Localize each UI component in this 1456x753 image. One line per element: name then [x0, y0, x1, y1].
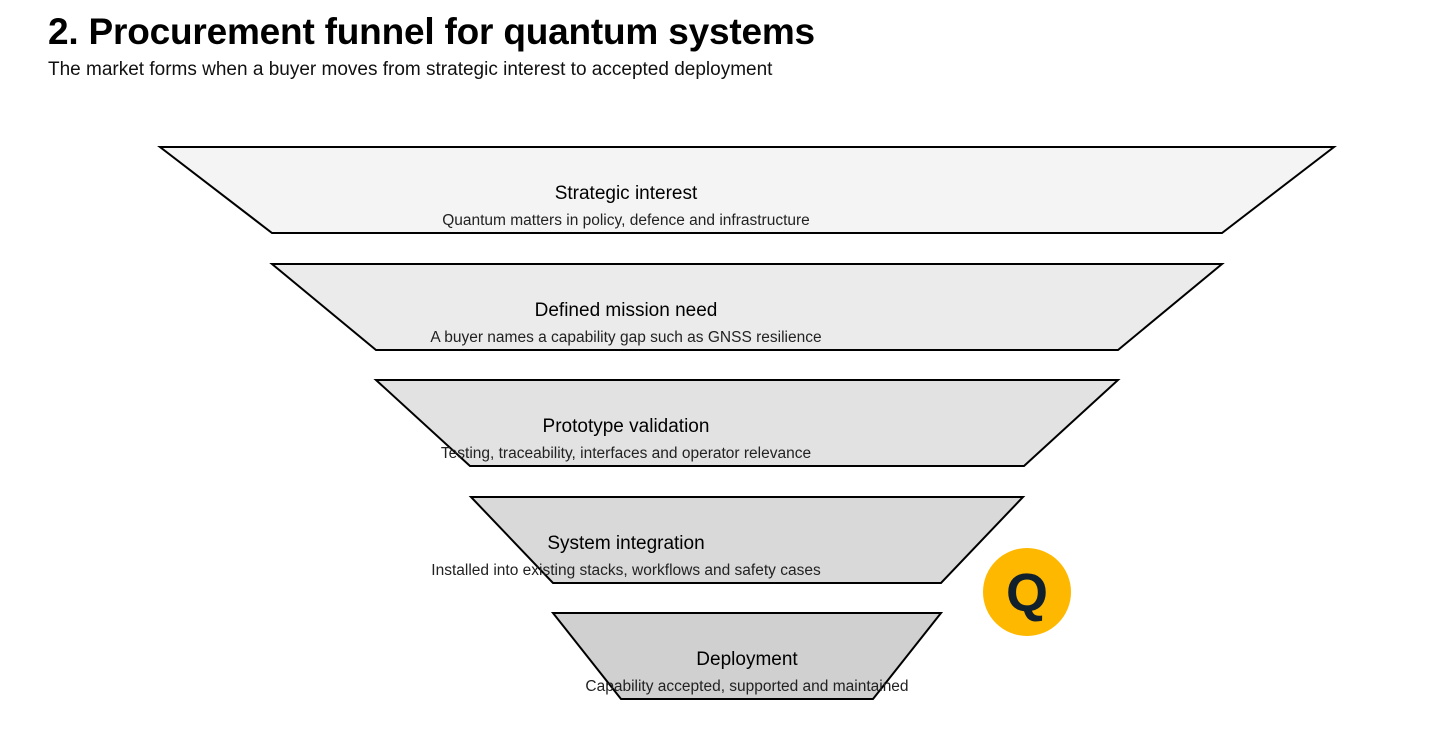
funnel-stage-shape	[157, 146, 1337, 234]
logo-badge	[983, 548, 1071, 636]
funnel-stage-deployment: Deployment Capability accepted, supporte…	[550, 612, 944, 700]
funnel-stage-description: Quantum matters in policy, defence and i…	[442, 212, 810, 229]
page-title: 2. Procurement funnel for quantum system…	[48, 11, 815, 52]
funnel-stage-strategic-interest: Strategic interest Quantum matters in po…	[157, 146, 1337, 234]
page-subtitle: The market forms when a buyer moves from…	[48, 59, 773, 80]
funnel-stage-shape	[373, 379, 1121, 467]
funnel-stage-description: Capability accepted, supported and maint…	[585, 678, 908, 695]
funnel-stage-system-integration: System integration Installed into existi…	[431, 496, 1026, 584]
funnel-stage-description: Testing, traceability, interfaces and op…	[441, 445, 811, 462]
funnel-stage-title: Prototype validation	[543, 416, 710, 437]
q-logo-icon: Q	[983, 548, 1071, 636]
funnel-stage-description: A buyer names a capability gap such as G…	[430, 329, 821, 346]
funnel-stage-defined-mission-need: Defined mission need A buyer names a cap…	[269, 263, 1225, 351]
funnel-stage-description: Installed into existing stacks, workflow…	[431, 562, 821, 579]
funnel-stage-shape	[269, 263, 1225, 351]
funnel-stage-shape	[550, 612, 944, 700]
funnel-stage-title: Strategic interest	[555, 183, 698, 204]
funnel-stage-title: Defined mission need	[535, 300, 718, 321]
funnel-stage-title: Deployment	[696, 649, 798, 670]
funnel-stage-shape	[468, 496, 1026, 584]
funnel-stage-prototype-validation: Prototype validation Testing, traceabili…	[373, 379, 1121, 467]
logo-letter: Q	[1006, 563, 1048, 623]
funnel-stage-title: System integration	[547, 533, 704, 554]
